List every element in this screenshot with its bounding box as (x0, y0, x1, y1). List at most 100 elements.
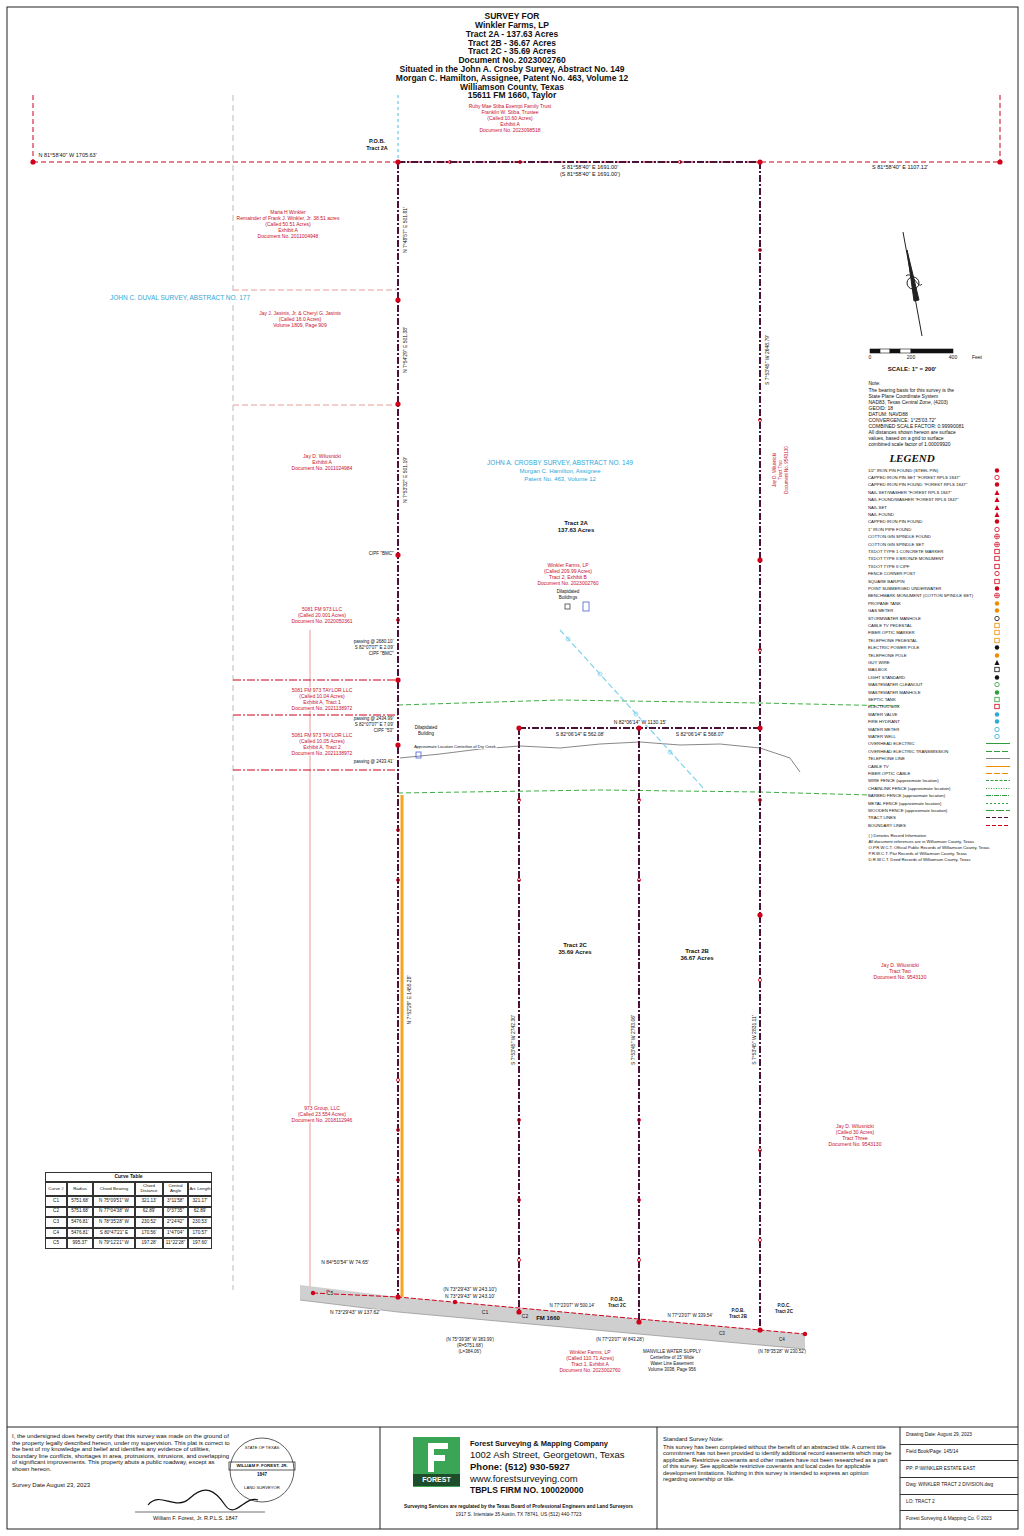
legend-row: OVERHEAD ELECTRIC (868, 740, 1013, 747)
legend-row: COTTON GIN SPINDLE SET (868, 541, 1013, 548)
legend-symbol (985, 666, 1011, 673)
map-label: Note: (868, 381, 881, 386)
info-row: Field Book/Page: 145/14 (900, 1445, 1018, 1462)
legend-text: WATER WELL (868, 733, 896, 740)
table-cell: Curve # (45, 1182, 67, 1196)
legend-symbol (985, 792, 1011, 799)
map-label: ( ) Denotes Record Information (868, 834, 927, 838)
legend-row: WIRE FENCE (approximate location) (868, 777, 1013, 784)
map-label: P.O.C. (777, 1304, 791, 1309)
map-label: Approximate Location Centerline of Dry C… (414, 745, 497, 749)
map-label: NAD83, Texas Central Zone, (4203) (868, 400, 948, 405)
legend-symbol (985, 496, 1011, 503)
legend-text: TXDOT TYPE II CIPF (868, 563, 909, 570)
legend-row: 1/2" IRON PIN FOUND (STEEL PIN) (868, 467, 1013, 474)
table-cell: 0°37'35" (163, 1207, 188, 1218)
map-label: P.O.B. (369, 139, 386, 145)
map-label: Exhibit A, Tract 1 (303, 700, 342, 705)
map-label: N 73°29'43" W 137.62' (329, 1310, 380, 1315)
map-label: passing @ 2434.99' (353, 717, 394, 722)
fence-line (398, 700, 900, 706)
legend-row: TXDOT TYPE 1 CONCRETE MARKER (868, 548, 1013, 555)
map-label: Dilapidated (414, 726, 438, 731)
map-label: N 77°23'07" W 500.14' (549, 1304, 595, 1309)
legend-text: CHAINLINK FENCE (approximate location) (868, 785, 950, 792)
map-label: Tract 2B (685, 948, 710, 954)
table-cell: 230.52' (135, 1217, 163, 1228)
legend-symbol (985, 615, 1011, 622)
legend-text: FIRE HYDRANT (868, 718, 900, 725)
legend-text: MAILBOX (868, 666, 887, 673)
map-label: Tract Two (889, 969, 912, 974)
legend-row: CABLE TV (868, 763, 1013, 770)
north-arrow (903, 232, 922, 336)
legend-symbol (985, 681, 1011, 688)
map-label: Tract 2B (729, 1315, 748, 1320)
panel-divider (657, 1427, 658, 1529)
panel-text: 1002 Ash Street, Georgetown, Texas (470, 1450, 625, 1460)
legend-symbol (985, 674, 1011, 681)
scale-bar (870, 349, 953, 353)
map-label: combined scale factor of 1.00009920 (868, 442, 951, 447)
legend-text: BARBED FENCE (approximate location) (868, 792, 945, 799)
legend-row: TELEPHONE LINE (868, 755, 1013, 762)
legend-symbol (985, 570, 1011, 577)
table-cell: S 80°47'21" E (93, 1228, 135, 1239)
map-label: Feet (971, 355, 982, 360)
legend-symbol (985, 703, 1011, 710)
panel-text: Survey Date August 23, 2023 (12, 1482, 90, 1488)
map-label: 36.67 Acres (680, 955, 714, 961)
map-label: 0 (868, 355, 872, 360)
legend-row: NAIL FOUND/WASHER "FOREST RPLS 1847" (868, 496, 1013, 503)
map-label: Jay D. Wilusnicki (881, 963, 920, 968)
legend-text: WASTEWATER MANHOLE (868, 689, 921, 696)
legend-row: BOUNDARY LINES (868, 822, 1013, 829)
map-label: 5081 FM 973 LLC (301, 607, 342, 612)
map-label: S 81°58'40" E 1691.00' (561, 165, 618, 171)
legend-row: TXDOT TYPE II CIPF (868, 563, 1013, 570)
table-cell: Chord Distance (135, 1182, 163, 1196)
legend-symbol (985, 489, 1011, 496)
map-label: Tract 2C (608, 1304, 627, 1309)
info-row: PP: P:\WINKLER ESTATE EAST (900, 1461, 1018, 1478)
map-label: Tract 2C (775, 1310, 794, 1315)
adjoiner-lines (33, 95, 1000, 1290)
legend-row: WOODEN FENCE (approximate location) (868, 807, 1013, 814)
legend-row: WATER VALVE (868, 711, 1013, 718)
map-label: D.R.W.C.T. Deed Records of Williamson Co… (868, 858, 971, 862)
legend-symbol (985, 592, 1011, 599)
legend-text: NAIL SET/WASHER "FOREST RPLS 1847" (868, 489, 952, 496)
table-cell: N 77°04'38" W (93, 1207, 135, 1218)
map-label: N 7°54'29" E 501.38' (403, 327, 408, 374)
map-label: S 82°06'14" E 568.07' (675, 732, 725, 737)
legend-symbol (985, 814, 1011, 821)
legend-row: TELEPHONE PEDESTAL (868, 637, 1013, 644)
legend-symbol (985, 504, 1011, 511)
legend-row: COTTON GIN SPINDLE FOUND (868, 533, 1013, 540)
map-label: Document No. 9543130 (873, 975, 927, 980)
map-label: S 7°53'45" W 2742.30' (511, 1015, 516, 1066)
legend-row: GUY WIRE (868, 659, 1013, 666)
map-label: N 7°53'32" E 501.19' (403, 457, 408, 504)
map-label: Remainder of Frank J. Winkler, Jr. 38.51… (236, 216, 340, 221)
map-label: Winkler Farms, LP (474, 21, 549, 30)
building (416, 752, 421, 758)
map-label: 973 Group, LLC (304, 1106, 341, 1111)
legend-row: FIBER OPTIC CABLE (868, 770, 1013, 777)
map-label: Document No. 2023002760 (537, 581, 599, 586)
map-label: (S 81°58'40" E 1691.00') (559, 172, 620, 178)
map-label: N 81°58'40" W 1705.63' (38, 153, 97, 159)
map-label: N 84°50'54" W 74.65' (321, 1260, 369, 1265)
legend-symbol (985, 755, 1011, 762)
map-label: Document No. 2023098518 (479, 128, 541, 133)
dry-creek (400, 742, 800, 772)
legend-row: WATER METER (868, 726, 1013, 733)
map-label: Centerline of 15' Wide (649, 1356, 694, 1361)
legend-symbol (985, 822, 1011, 829)
table-cell: 2°24'42" (163, 1217, 188, 1228)
legend-text: TELEPHONE PEDESTAL (868, 637, 917, 644)
title-band-rule (7, 1427, 1018, 1428)
map-label: Winkler Farms, LP (569, 1350, 611, 1355)
map-label: Ruby Mae Stiba Exempt Family Trust (468, 104, 552, 109)
